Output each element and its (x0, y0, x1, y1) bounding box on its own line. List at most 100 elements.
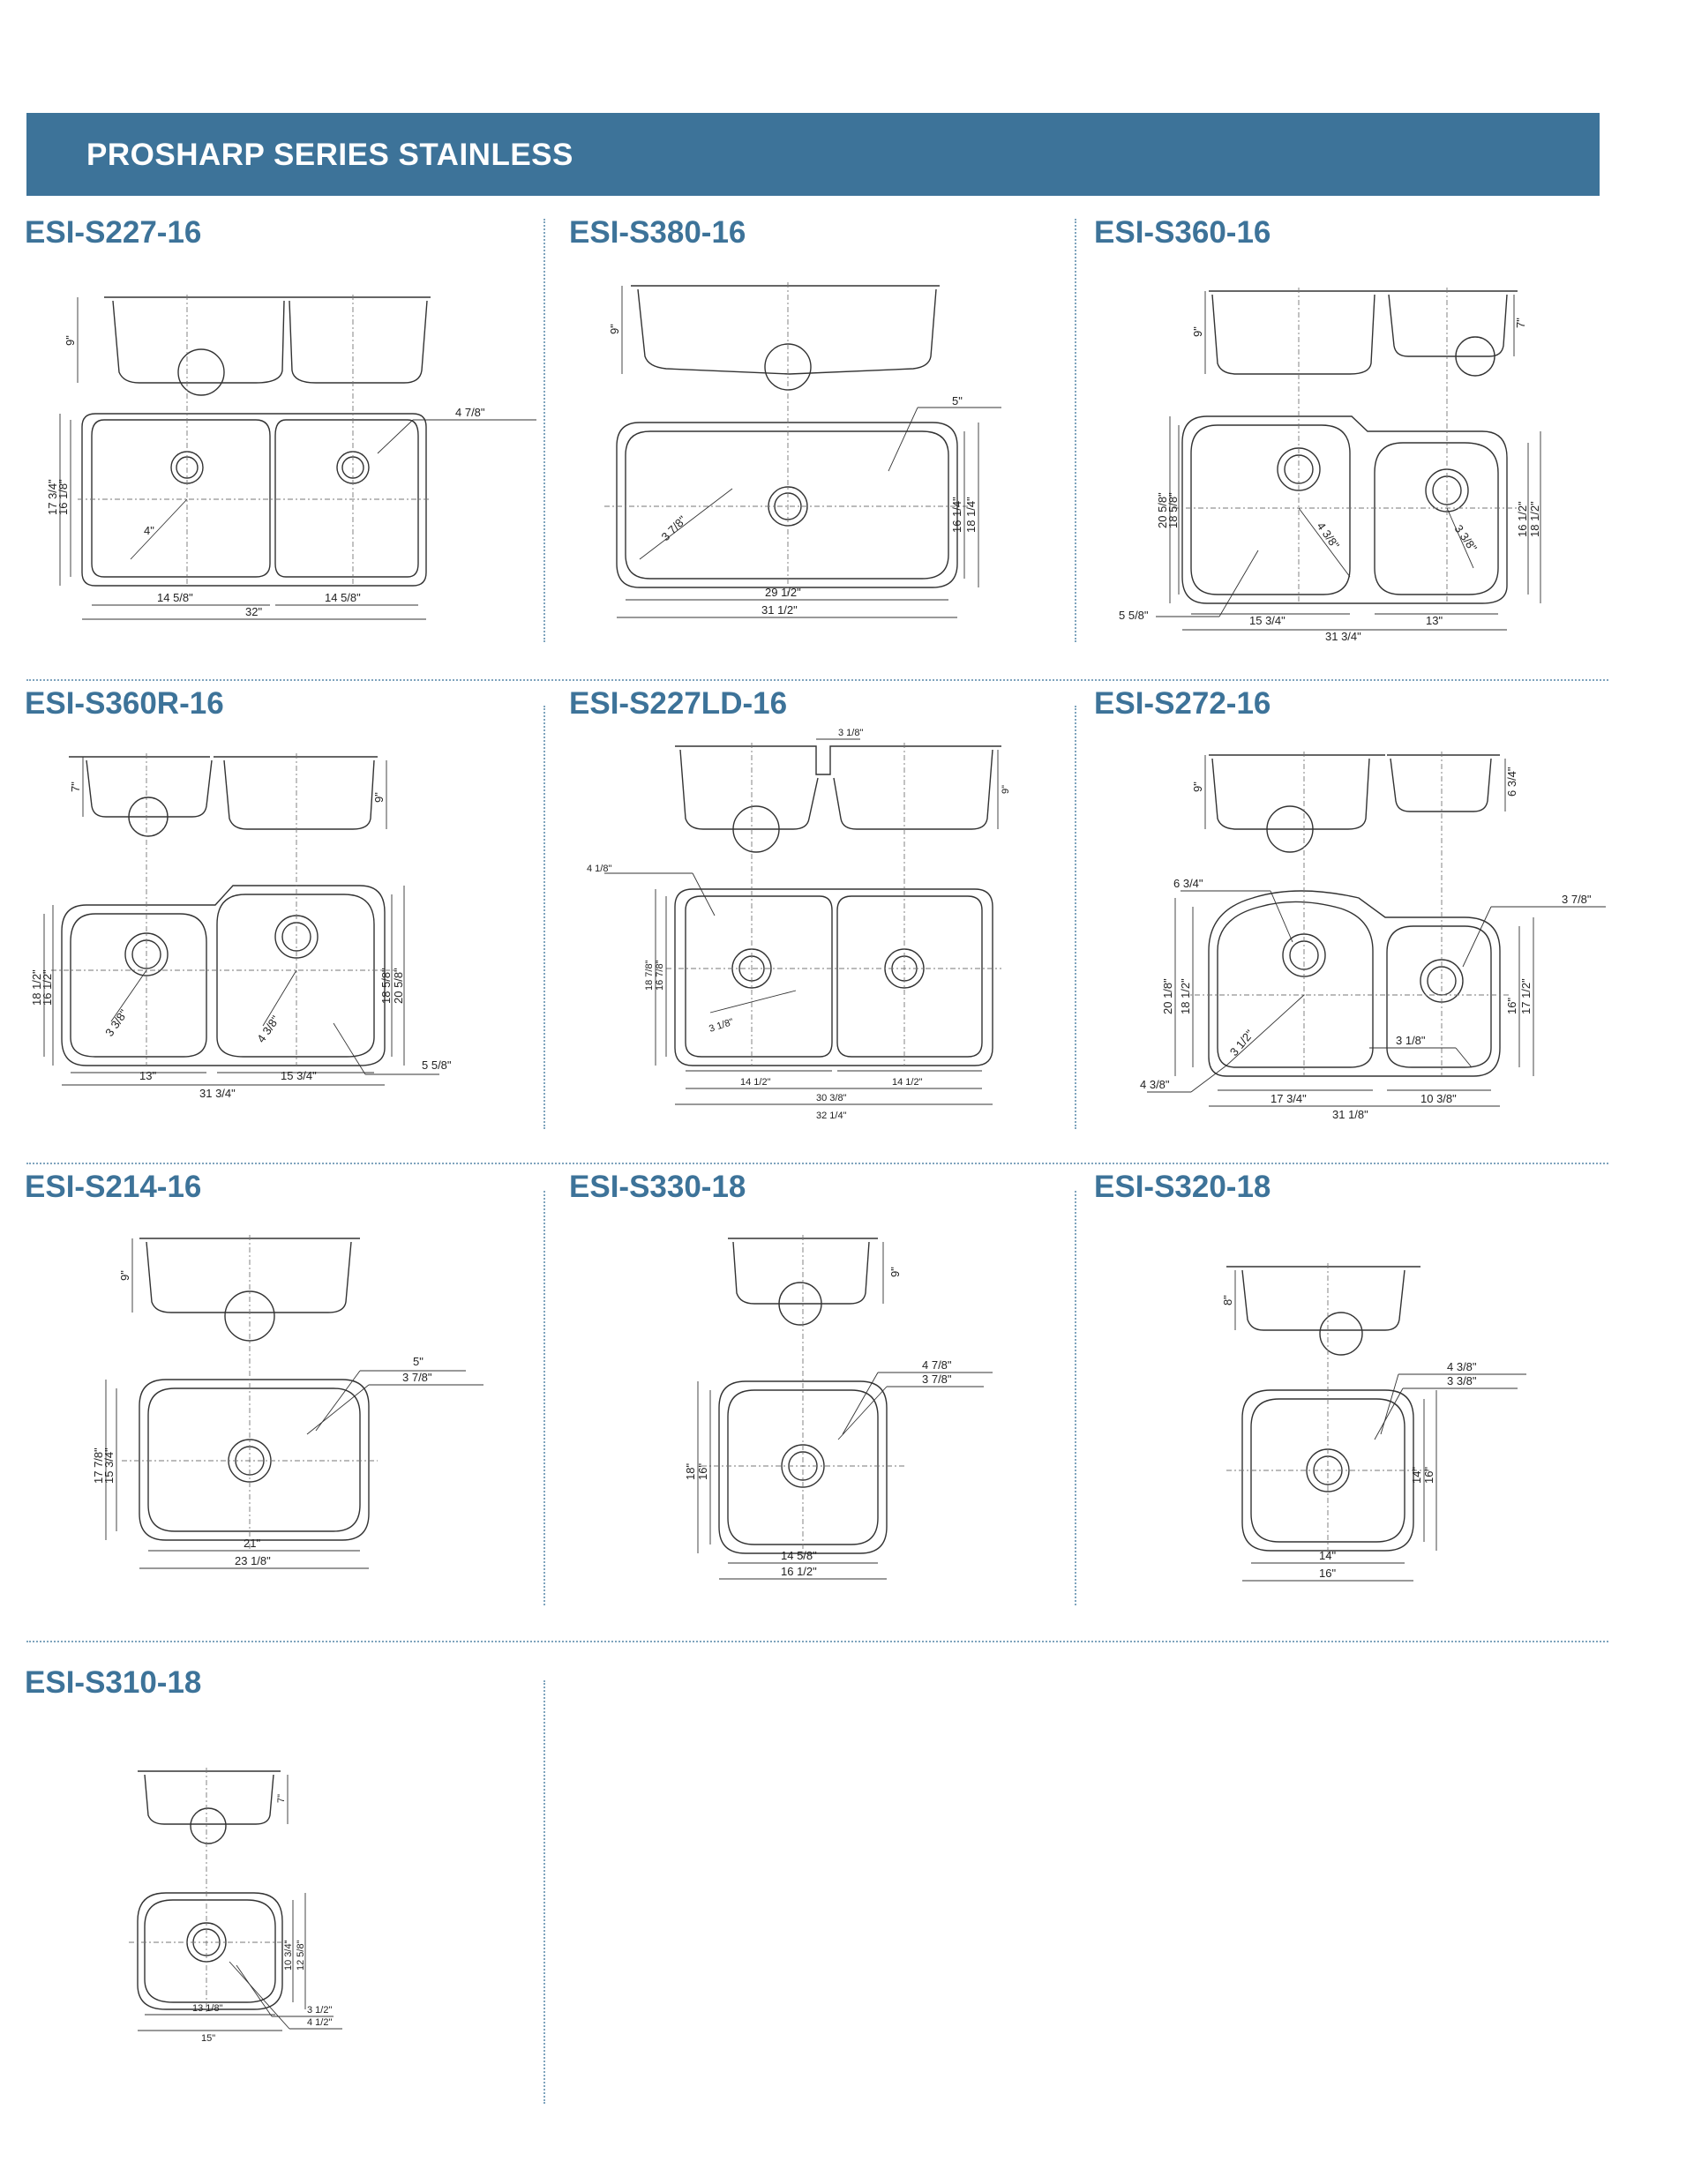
dim-radius-left: 3 3/8" (102, 1006, 131, 1038)
dim-corner: 4 1/8" (587, 864, 611, 874)
dim-inner-w: 30 3/8" (816, 1093, 847, 1103)
dim-right-inner-h: 16" (1505, 998, 1518, 1014)
dim-radius: 3 1/8" (708, 1017, 735, 1035)
dim-right-inner-h: 16 1/2" (1516, 501, 1529, 537)
dim-radius-right: 3 3/8" (1452, 522, 1480, 554)
dim-outer-h: 20 1/8" (1161, 978, 1174, 1014)
dim-width: 31 1/8" (1332, 1108, 1368, 1121)
model-title: ESI-S227LD-16 (569, 686, 788, 721)
dim-offset: 5 5/8" (1119, 609, 1149, 622)
dim-bowl-left: 17 3/4" (1270, 1092, 1307, 1105)
column-divider (543, 219, 545, 642)
column-divider (543, 1680, 545, 2104)
sink-drawing-s214: 9" 5" 3 7/8" 17 7/8" 15 3/4" 21" 23 1/8" (92, 1235, 483, 1569)
dim-corner-left: 6 3/4" (1173, 877, 1203, 890)
model-title: ESI-S320-18 (1094, 1170, 1271, 1204)
dim-outer-h: 12 5/8" (296, 1940, 306, 1971)
dim-inner-h: 16 7/8" (655, 960, 665, 991)
dim-outer-h: 18 7/8" (644, 960, 655, 991)
dim-corner-outer: 4 1/2" (307, 2017, 332, 2028)
model-card-s380: ESI-S380-16 9" 31 1/2" 29 1/2" 16 1/4" 1… (569, 215, 1063, 656)
dim-inner-w: 21" (244, 1537, 260, 1550)
model-card-s330: ESI-S330-18 9" 4 7/8" 3 7/8" 18" 16" 14 … (569, 1170, 1063, 1611)
column-divider (1075, 706, 1076, 1129)
dim-bowl-left: 15 3/4" (1249, 614, 1285, 627)
model-card-s227: ESI-S227-16 9" 17 3/4" 16 1/8" 14 (25, 215, 536, 656)
dim-outer-w: 32 1/4" (816, 1111, 847, 1121)
dim-depth: 9" (1001, 785, 1011, 794)
dim-inner-h: 14" (1410, 1467, 1423, 1484)
dim-depth: 8" (1221, 1295, 1234, 1305)
dim-depth: 9" (118, 1270, 131, 1281)
sink-drawing-s310: 7" 10 3/4" 12 5/8" 13 1/8" 15" 3 1/2" 4 … (129, 1768, 342, 2044)
row-divider (26, 1163, 1608, 1164)
dim-bowl-left: 13" (139, 1069, 156, 1082)
dim-depth-left: 9" (1191, 326, 1204, 337)
model-card-s214: ESI-S214-16 9" 5" 3 7/8" 17 7/8" 15 3/4"… (25, 1170, 536, 1611)
dim-right-outer-h: 18 1/2" (1528, 501, 1541, 537)
dim-bowl-right: 10 3/8" (1420, 1092, 1457, 1105)
dim-corner-inner: 3 7/8" (922, 1372, 952, 1386)
dim-inner-h: 16" (696, 1463, 709, 1480)
dim-depth: 7" (276, 1794, 287, 1803)
dim-outer-w: 16 1/2" (781, 1565, 817, 1578)
dim-radius-left: 4 3/8" (1315, 520, 1343, 551)
dim-depth-right: 6 3/4" (1505, 767, 1518, 797)
model-title: ESI-S214-16 (25, 1170, 202, 1204)
column-divider (543, 1191, 545, 1605)
dim-inner-w: 13 1/8" (192, 2003, 223, 2014)
dim-inner-h: 18 5/8" (379, 968, 393, 1004)
dim-bowl-right: 14 1/2" (892, 1077, 923, 1088)
dim-bowl-right: 14 5/8" (325, 591, 361, 604)
dim-inner-h: 18 1/2" (1179, 978, 1192, 1014)
dim-outer-h: 17 7/8" (92, 1447, 105, 1484)
dim-width: 32" (245, 605, 262, 618)
model-title: ESI-S272-16 (1094, 686, 1271, 721)
dim-corner-right: 3 7/8" (1562, 893, 1592, 906)
dim-depth-left: 9" (1191, 782, 1204, 792)
dim-corner: 5" (952, 394, 963, 408)
dim-left-outer-h: 18 1/2" (30, 969, 43, 1006)
dim-corner-inner: 3 7/8" (402, 1371, 432, 1384)
dim-inner-w: 14 5/8" (781, 1549, 817, 1562)
dim-outer-h: 16" (1422, 1467, 1435, 1484)
dim-outer-h: 18" (684, 1463, 697, 1480)
dim-corner: 4 7/8" (455, 406, 485, 419)
dim-outer-h: 18 1/4" (964, 497, 978, 533)
dim-depth-left: 7" (69, 782, 82, 792)
dim-outer-h: 20 5/8" (392, 968, 405, 1004)
model-title: ESI-S310-18 (25, 1665, 202, 1700)
model-card-s272: ESI-S272-16 9" 6 (1094, 686, 1606, 1127)
model-card-s310: ESI-S310-18 7" 10 3/4" 12 5/8" 13 1/8" 1… (25, 1665, 536, 2062)
dim-offset: 5 5/8" (422, 1058, 452, 1072)
dim-depth-right: 7" (1514, 318, 1527, 328)
column-divider (1075, 1191, 1076, 1605)
dim-bowl-right: 15 3/4" (281, 1069, 317, 1082)
dim-inner-h: 16 1/4" (950, 497, 963, 533)
row-divider (26, 679, 1608, 681)
dim-radius-right: 4 3/8" (254, 1013, 282, 1044)
dim-outer-w: 15" (201, 2033, 215, 2044)
dim-inner-w: 14" (1319, 1549, 1336, 1562)
dim-inner-h: 10 3/4" (283, 1940, 294, 1971)
dim-depth: 9" (888, 1267, 902, 1277)
dim-outer-h: 20 5/8" (1156, 492, 1169, 528)
sink-drawing-s320: 8" 4 3/8" 3 3/8" 14" 16" 14" 16" (1221, 1263, 1526, 1582)
dim-inner-h: 16 1/8" (56, 479, 70, 515)
dim-offset: 4 3/8" (1140, 1078, 1170, 1091)
sink-drawing-s272: 9" 6 3/4" 6 3/4" 3 7/8" 20 1/8" 18 1/2" … (1140, 752, 1606, 1121)
dim-right-outer-h: 17 1/2" (1519, 978, 1533, 1014)
dim-corner-outer: 4 3/8" (1447, 1360, 1477, 1373)
sink-drawing-s330: 9" 4 7/8" 3 7/8" 18" 16" 14 5/8" 16 1/2" (684, 1235, 993, 1580)
dim-divider: 3 1/8" (838, 728, 863, 738)
model-title: ESI-S360-16 (1094, 215, 1271, 250)
dim-radius-right: 3 1/8" (1396, 1034, 1426, 1047)
dim-outer-w: 31 1/2" (761, 603, 798, 617)
dim-depth: 9" (608, 324, 621, 334)
dim-bowl-left: 14 5/8" (157, 591, 193, 604)
dim-corner-outer: 5" (413, 1355, 424, 1368)
series-title: PROSHARP SERIES STAINLESS (86, 138, 573, 172)
dim-outer-w: 23 1/8" (235, 1554, 271, 1567)
model-card-s320: ESI-S320-18 8" 4 3/8" 3 3/8" 14" 16" 14"… (1094, 1170, 1606, 1611)
dim-bowl-left: 14 1/2" (740, 1077, 771, 1088)
